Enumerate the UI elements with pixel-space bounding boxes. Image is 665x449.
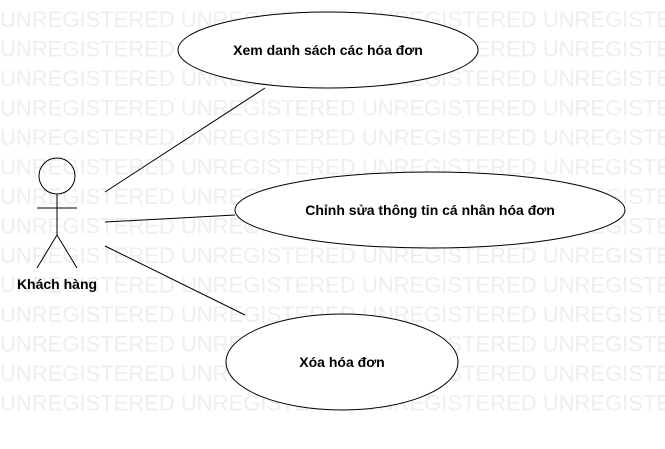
use-case-view-invoices[interactable]: Xem danh sách các hóa đơn xyxy=(177,11,479,89)
watermark-row: UNREGISTERED UNREGISTERED UNREGISTERED U… xyxy=(0,155,665,180)
watermark-row: UNREGISTERED UNREGISTERED UNREGISTERED U… xyxy=(0,273,665,298)
actor-right-leg xyxy=(56,234,78,269)
association-view-invoices xyxy=(104,87,266,193)
use-case-edit-personal-info-label: Chỉnh sửa thông tin cá nhân hóa đơn xyxy=(305,202,555,218)
use-case-edit-personal-info-ellipse xyxy=(234,171,626,249)
association-delete-invoice xyxy=(104,245,246,316)
use-case-delete-invoice-ellipse xyxy=(225,313,459,411)
watermark-row: UNREGISTERED UNREGISTERED UNREGISTERED U… xyxy=(0,96,665,121)
use-case-edit-personal-info[interactable]: Chỉnh sửa thông tin cá nhân hóa đơn xyxy=(234,171,626,249)
actor-label: Khách hàng xyxy=(17,276,97,292)
use-case-view-invoices-ellipse xyxy=(177,11,479,89)
actor-khach-hang[interactable]: Khách hàng xyxy=(17,157,97,292)
actor-left-leg xyxy=(36,234,58,269)
association-edit-personal-info xyxy=(104,214,236,223)
watermark-row: UNREGISTERED UNREGISTERED UNREGISTERED U… xyxy=(0,243,665,268)
use-case-view-invoices-label: Xem danh sách các hóa đơn xyxy=(233,42,423,58)
use-case-delete-invoice-label: Xóa hóa đơn xyxy=(299,354,384,370)
watermark-row: UNREGISTERED UNREGISTERED UNREGISTERED U… xyxy=(0,125,665,150)
use-case-delete-invoice[interactable]: Xóa hóa đơn xyxy=(225,313,459,411)
